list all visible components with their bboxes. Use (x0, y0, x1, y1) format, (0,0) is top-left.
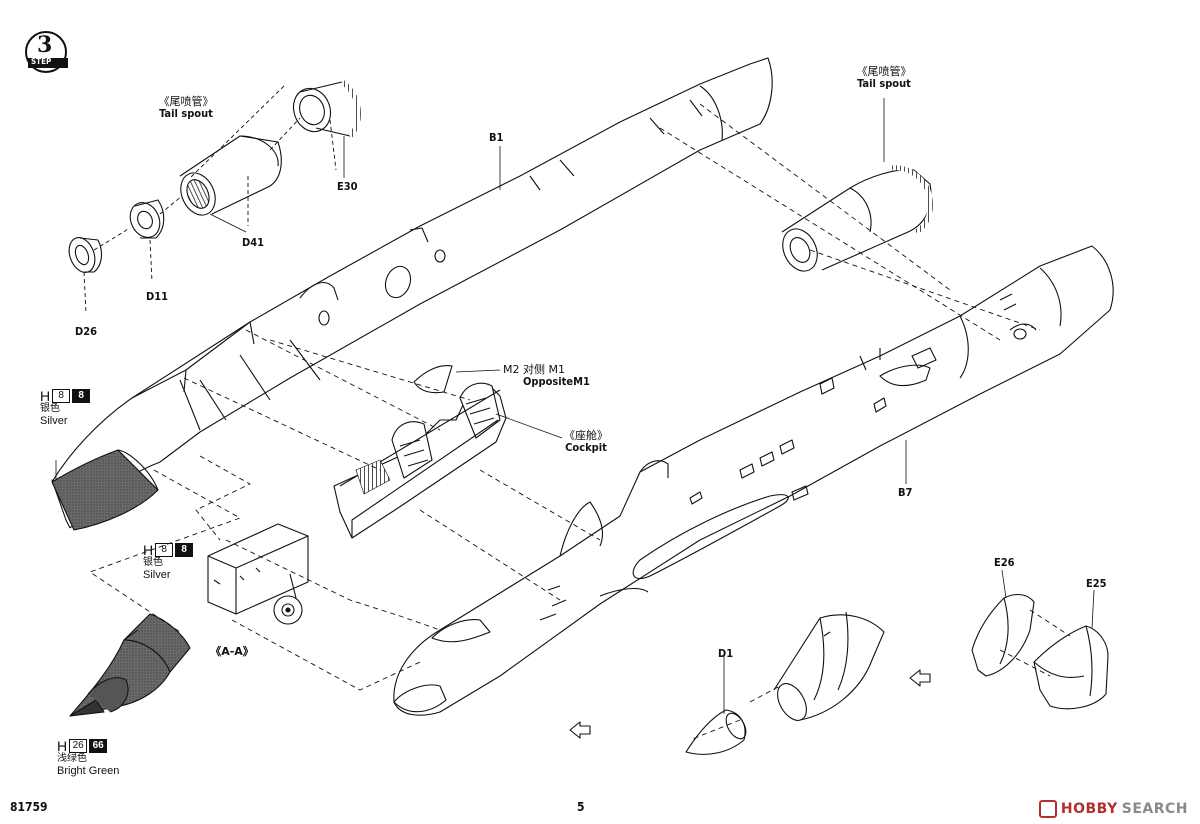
tail-spout-right-label: 《尾喷管》 Tail spout (856, 65, 912, 90)
tail-spout-left-label: 《尾喷管》 Tail spout (158, 95, 214, 120)
arrow-left-icon (569, 721, 591, 739)
arrow-right-icon (909, 669, 931, 687)
fuselage-half-b7 (393, 245, 1114, 716)
fuselage-half-b1 (51, 57, 773, 529)
step-number: 3 (37, 32, 53, 58)
canopy-part-m2 (413, 365, 453, 394)
nose-cone-green (69, 613, 191, 717)
leader-lines (55, 98, 1095, 714)
guide-lines-left (83, 85, 337, 315)
part-d41: D41 (242, 236, 264, 249)
part-e26: E26 (994, 556, 1015, 569)
cockpit-label: 《座舱》 Cockpit (564, 429, 608, 454)
intake-silver (51, 449, 159, 531)
part-d1: D1 (718, 647, 734, 660)
tail-spout-right (781, 165, 933, 272)
step-word: STEP (31, 57, 52, 66)
part-d11: D11 (146, 290, 168, 303)
assembly-guides (89, 103, 1071, 741)
cockpit-tub (333, 382, 507, 539)
nose-cone-d1 (685, 611, 885, 755)
tail-spout-parts-left (68, 79, 361, 273)
opposite-label: M2 对侧 M1 OppositeM1 (503, 363, 590, 388)
parts-e26-e25 (971, 593, 1109, 710)
step-badge (25, 31, 68, 73)
equipment-box (207, 523, 309, 625)
page-number: 5 (577, 800, 585, 814)
watermark-logo-icon (1038, 800, 1057, 818)
part-e25: E25 (1086, 577, 1107, 590)
section-aa-label: 《A-A》 (210, 645, 254, 658)
part-b7: B7 (898, 486, 913, 499)
part-b1: B1 (489, 131, 504, 144)
part-d26: D26 (75, 325, 97, 338)
kit-number: 81759 (10, 800, 48, 814)
part-e30: E30 (337, 180, 358, 193)
